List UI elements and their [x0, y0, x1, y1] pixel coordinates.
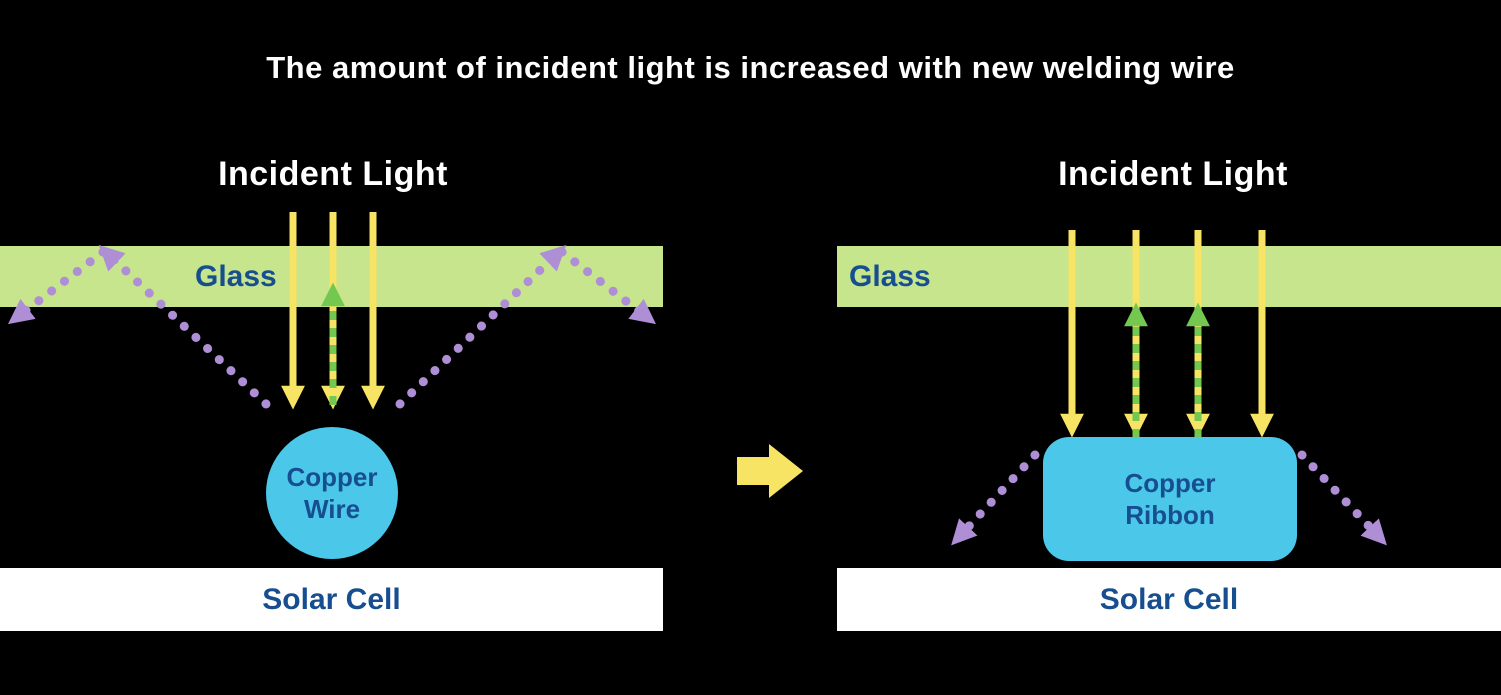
right-arrow-icon	[737, 444, 803, 498]
right-glass-label: Glass	[849, 259, 931, 293]
right-incident-light-label: Incident Light	[1058, 155, 1288, 193]
copper-ribbon-label: Copper Ribbon	[1124, 467, 1216, 531]
scattered-ray-icon	[951, 450, 1040, 546]
left-solar-cell-bar: Solar Cell	[0, 568, 663, 631]
left-solar-cell-label: Solar Cell	[262, 582, 401, 616]
right-reflected-light-arrows	[1124, 302, 1210, 438]
transition-arrow-icon	[737, 444, 803, 498]
copper-ribbon-shape: Copper Ribbon	[1043, 437, 1297, 561]
scattered-ray-icon	[1297, 450, 1387, 546]
right-solar-cell-label: Solar Cell	[1099, 582, 1239, 616]
copper-wire-label: Copper Wire	[286, 461, 378, 525]
copper-wire-shape: Copper Wire	[266, 427, 398, 559]
left-glass-label: Glass	[195, 259, 277, 293]
right-glass-bar: Glass	[837, 246, 1501, 307]
left-incident-light-label: Incident Light	[218, 155, 448, 193]
right-solar-cell-bar: Solar Cell	[837, 568, 1501, 631]
diagram-title: The amount of incident light is increase…	[266, 50, 1235, 85]
left-glass-bar: Glass	[0, 246, 663, 307]
